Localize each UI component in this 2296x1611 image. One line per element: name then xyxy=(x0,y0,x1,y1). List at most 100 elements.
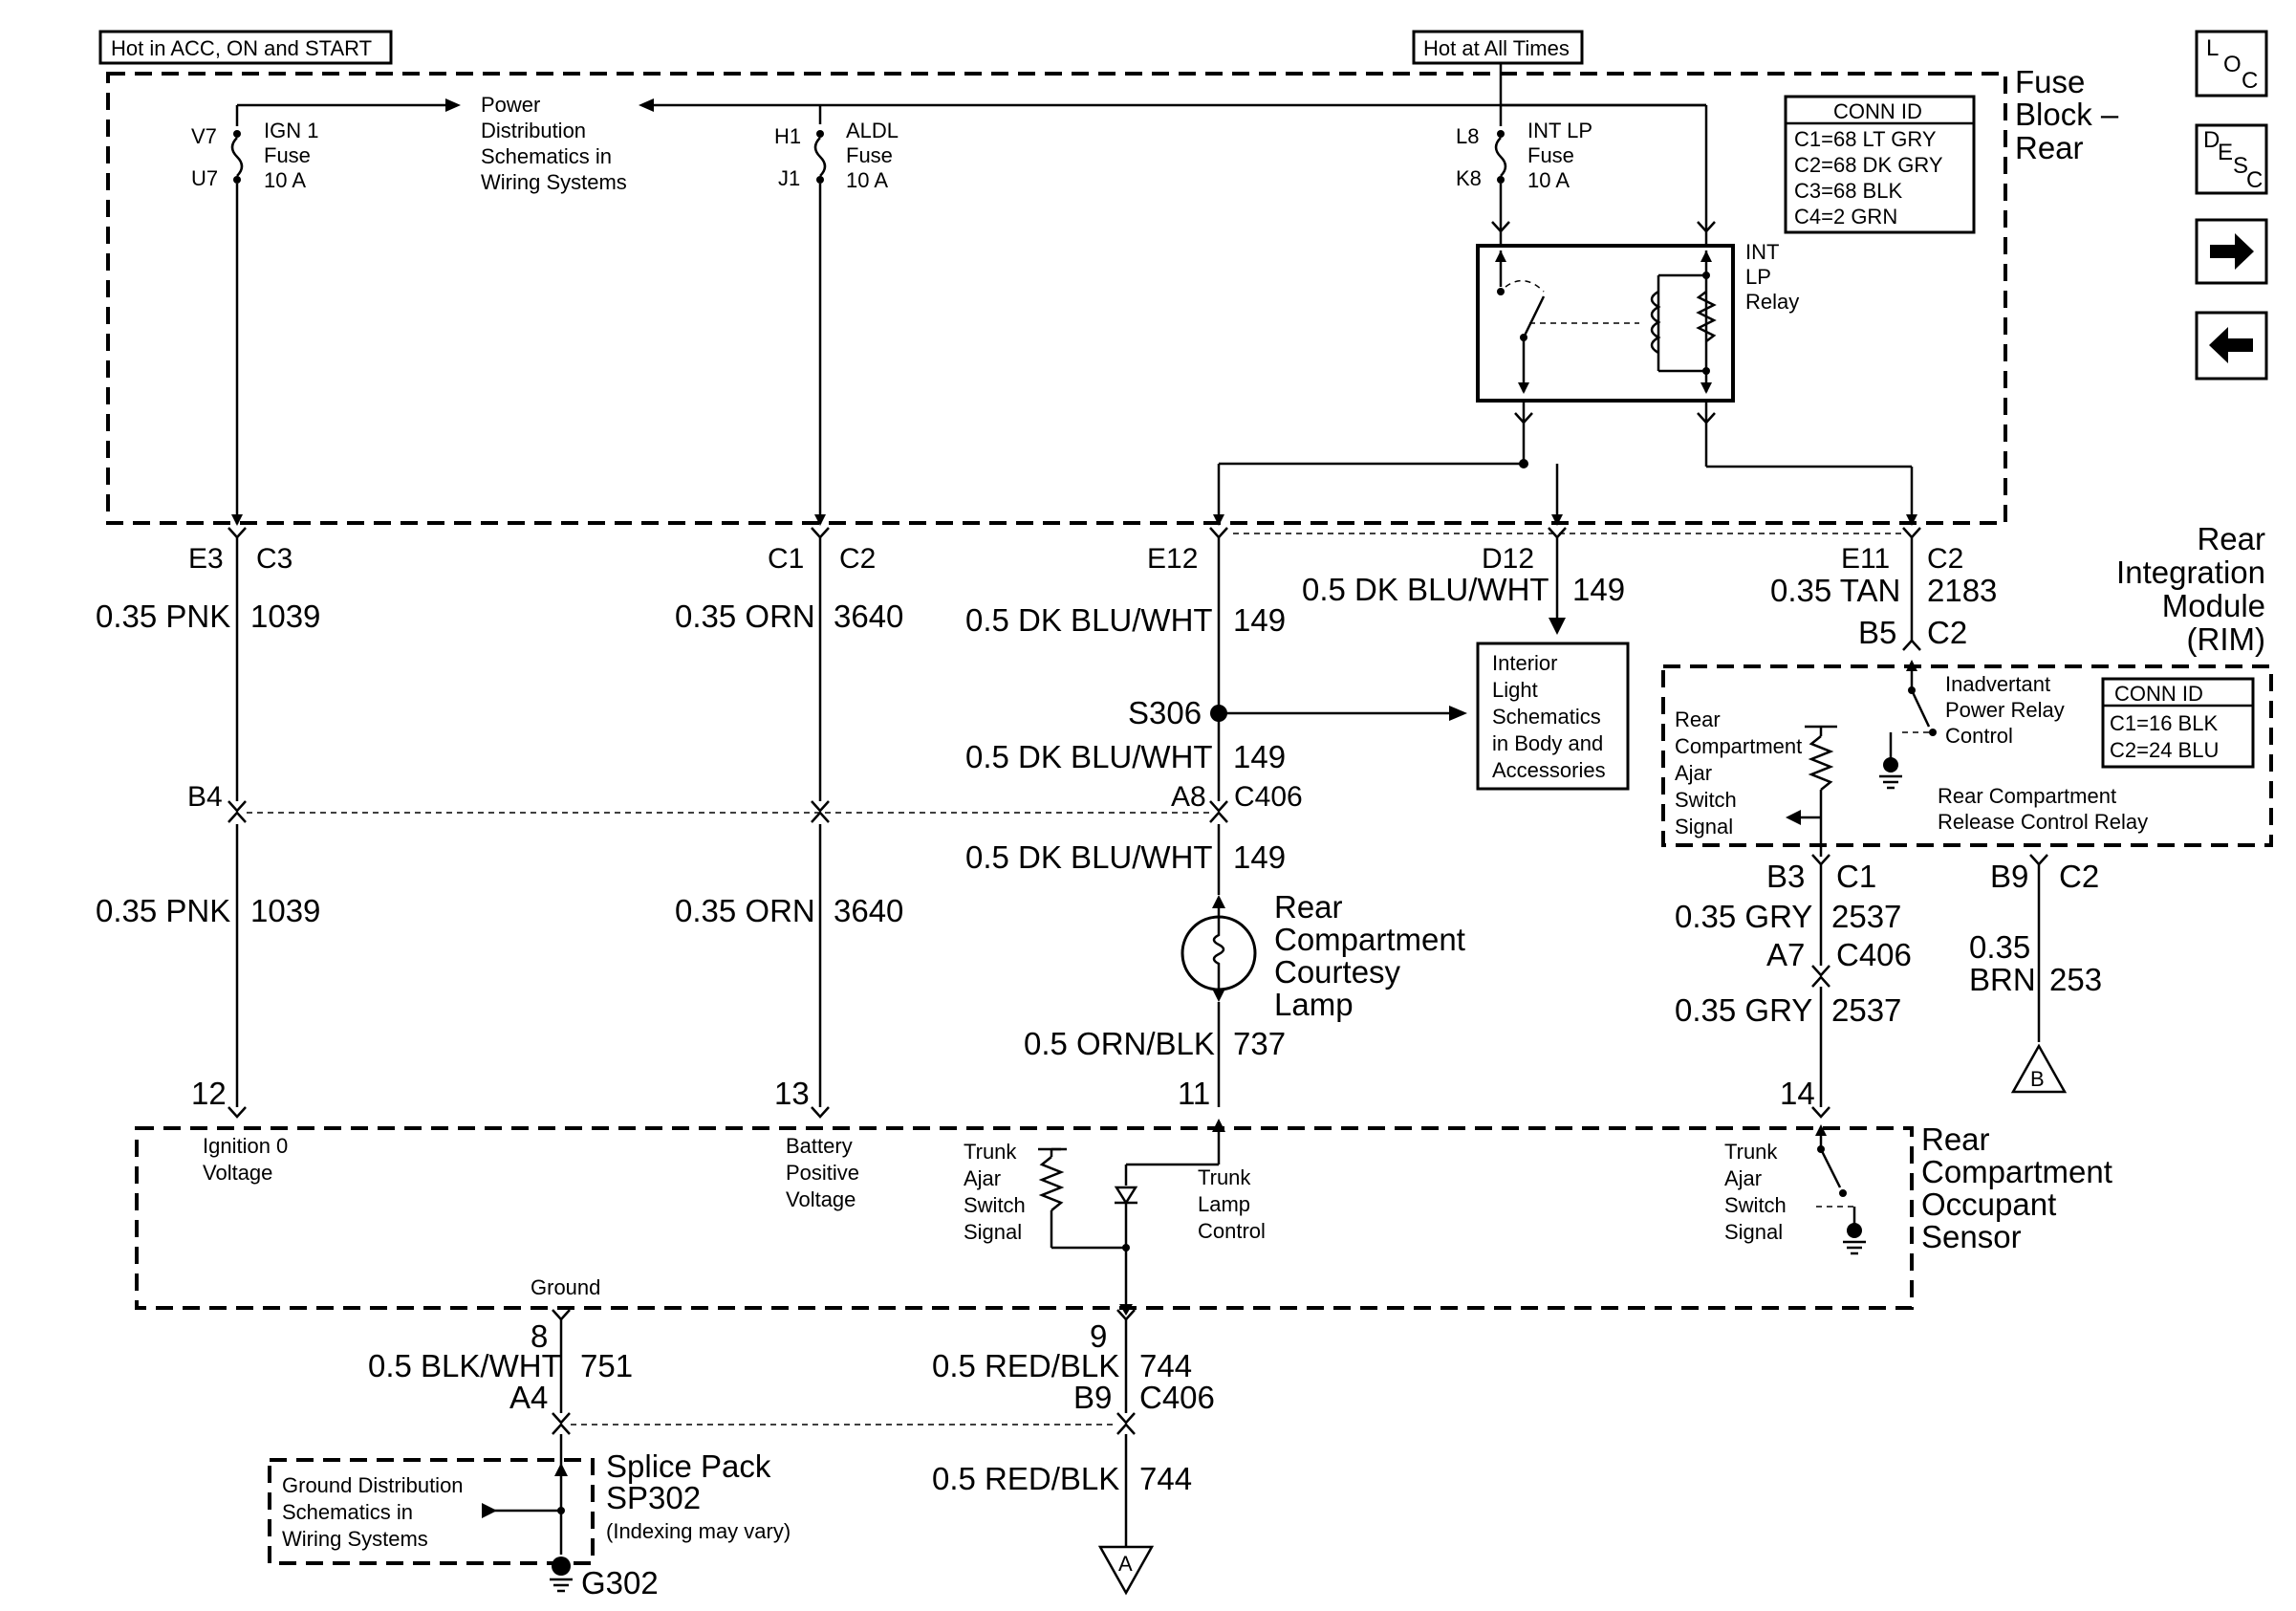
svg-text:Relay: Relay xyxy=(1745,290,1799,314)
wire-dkblu-circuit-2: 149 xyxy=(1233,739,1286,774)
svg-text:10 A: 10 A xyxy=(846,168,888,192)
svg-text:E3: E3 xyxy=(188,543,224,575)
svg-text:Distribution: Distribution xyxy=(481,119,586,142)
svg-text:SP302: SP302 xyxy=(606,1480,701,1515)
svg-text:B9: B9 xyxy=(1073,1380,1112,1415)
rim-outline xyxy=(1661,664,2273,847)
svg-text:Wiring Systems: Wiring Systems xyxy=(481,170,627,194)
svg-text:Compartment: Compartment xyxy=(1274,922,1465,957)
wire-tan-color: 0.35 TAN xyxy=(1770,573,1900,608)
fuse-block-conn-id: CONN ID C1=68 LT GRY C2=68 DK GRY C3=68 … xyxy=(1784,95,1976,234)
svg-text:Signal: Signal xyxy=(1675,815,1733,838)
ignition-voltage-label: Ignition 0 Voltage xyxy=(203,1134,288,1185)
svg-text:in Body and: in Body and xyxy=(1492,731,1603,755)
wire-dkblu-circuit-3: 149 xyxy=(1233,839,1286,875)
svg-text:10 A: 10 A xyxy=(264,168,306,192)
wire-red-blk-circuit: 744 xyxy=(1139,1348,1192,1383)
svg-text:B9: B9 xyxy=(1990,859,2028,894)
power-distribution-label: Power Distribution Schematics in Wiring … xyxy=(481,93,627,194)
svg-text:Integration: Integration xyxy=(2116,555,2265,590)
svg-text:B5: B5 xyxy=(1858,615,1896,650)
connector-e3-c3: E3 C3 xyxy=(188,514,292,575)
connector-b9-c2: B9 C2 xyxy=(1990,854,2099,894)
svg-text:H1: H1 xyxy=(774,124,801,148)
rim-ajar-switch-signal: Rear Compartment Ajar Switch Signal xyxy=(1675,708,1837,857)
previous-button[interactable] xyxy=(2195,311,2268,381)
g302-label: G302 xyxy=(581,1565,659,1600)
svg-text:S: S xyxy=(2233,153,2248,179)
ground-label: Ground xyxy=(531,1275,600,1299)
svg-text:Courtesy: Courtesy xyxy=(1274,954,1401,990)
svg-text:12: 12 xyxy=(191,1076,227,1111)
wire-orn-circuit-2: 3640 xyxy=(834,893,903,928)
ground-distribution-link[interactable]: Ground Distribution Schematics in Wiring… xyxy=(268,1458,595,1565)
svg-text:C3=68 BLK: C3=68 BLK xyxy=(1794,179,1902,203)
svg-text:Power: Power xyxy=(481,93,540,117)
wire-orn-blk-circuit: 737 xyxy=(1233,1026,1286,1061)
wire-dkblu-color-3: 0.5 DK BLU/WHT xyxy=(965,839,1213,875)
int-lp-fuse: L8 K8 INT LP Fuse 10 A xyxy=(1456,119,1592,192)
svg-text:Hot in ACC, ON and START: Hot in ACC, ON and START xyxy=(111,36,372,60)
svg-text:C1: C1 xyxy=(768,543,804,575)
svg-text:Ajar: Ajar xyxy=(964,1166,1001,1190)
connector-e11-c2: E11 C2 xyxy=(1841,514,1963,575)
wire-gry-circuit-2: 2537 xyxy=(1831,992,1901,1028)
svg-text:Positive: Positive xyxy=(786,1161,859,1185)
battery-voltage-label: Battery Positive Voltage xyxy=(786,1134,859,1211)
svg-text:Sensor: Sensor xyxy=(1921,1219,2022,1254)
svg-text:IGN 1: IGN 1 xyxy=(264,119,318,142)
svg-text:Rear: Rear xyxy=(2197,521,2265,556)
svg-text:Ajar: Ajar xyxy=(1675,761,1712,785)
svg-text:U7: U7 xyxy=(191,166,218,190)
svg-text:Fuse: Fuse xyxy=(264,143,311,167)
loc-button[interactable]: L O C xyxy=(2195,30,2268,98)
aldl-fuse: H1 J1 ALDL Fuse 10 A xyxy=(774,119,899,192)
occupant-sensor-title: Rear Compartment Occupant Sensor xyxy=(1921,1121,2112,1254)
occupant-sensor-pins: 12 13 11 14 xyxy=(191,1076,1830,1119)
svg-text:E: E xyxy=(2218,140,2233,165)
wire-d12-color: 0.5 DK BLU/WHT xyxy=(1302,572,1549,607)
svg-text:C406: C406 xyxy=(1139,1380,1215,1415)
svg-text:C1=68 LT GRY: C1=68 LT GRY xyxy=(1794,127,1937,151)
svg-text:Ignition 0: Ignition 0 xyxy=(203,1134,288,1158)
wire-orn-color: 0.35 ORN xyxy=(675,599,815,634)
svg-text:C4=2 GRN: C4=2 GRN xyxy=(1794,205,1897,229)
wire-pnk-circuit: 1039 xyxy=(250,599,320,634)
svg-text:Splice Pack: Splice Pack xyxy=(606,1448,771,1484)
svg-text:C2: C2 xyxy=(1927,543,1963,575)
svg-text:10 A: 10 A xyxy=(1527,168,1570,192)
wire-brn-circuit: 253 xyxy=(2049,962,2102,997)
svg-text:C1=16 BLK: C1=16 BLK xyxy=(2110,711,2218,735)
arrow-right-icon xyxy=(2210,233,2254,270)
connector-a7-c406: A7 C406 xyxy=(1766,937,1912,988)
svg-text:L8: L8 xyxy=(1456,124,1479,148)
courtesy-lamp: Rear Compartment Courtesy Lamp xyxy=(1180,889,1465,1022)
arrow-left-icon xyxy=(2209,327,2253,363)
svg-text:D12: D12 xyxy=(1482,543,1534,575)
svg-text:C406: C406 xyxy=(1234,781,1303,813)
interior-light-schematics-link[interactable]: Interior Light Schematics in Body and Ac… xyxy=(1476,642,1630,791)
svg-text:Control: Control xyxy=(1945,724,2013,748)
svg-text:A: A xyxy=(1118,1552,1133,1576)
svg-text:Trunk: Trunk xyxy=(1724,1140,1778,1164)
wire-orn-circuit: 3640 xyxy=(834,599,903,634)
wire-blk-wht-circuit: 751 xyxy=(580,1348,633,1383)
wire-gry-circuit: 2537 xyxy=(1831,899,1901,934)
svg-text:Lamp: Lamp xyxy=(1198,1192,1250,1216)
svg-text:C: C xyxy=(2246,167,2263,193)
fuse-block-title-3: Rear xyxy=(2015,130,2084,165)
svg-text:LP: LP xyxy=(1745,265,1771,289)
svg-text:O: O xyxy=(2223,52,2242,77)
svg-text:Occupant: Occupant xyxy=(1921,1186,2056,1222)
svg-text:C3: C3 xyxy=(256,543,292,575)
trunk-lamp-control-circuit: Trunk Ajar Switch Signal Trunk Lamp Cont… xyxy=(964,1119,1266,1316)
svg-text:13: 13 xyxy=(774,1076,810,1111)
desc-button[interactable]: D E S C xyxy=(2195,123,2268,195)
svg-text:Accessories: Accessories xyxy=(1492,758,1606,782)
svg-text:Light: Light xyxy=(1492,678,1538,702)
svg-text:Compartment: Compartment xyxy=(1921,1154,2112,1189)
wire-tan-circuit: 2183 xyxy=(1927,573,1997,608)
next-button[interactable] xyxy=(2195,218,2268,285)
svg-text:Fuse: Fuse xyxy=(1527,143,1574,167)
svg-text:14: 14 xyxy=(1780,1076,1815,1111)
